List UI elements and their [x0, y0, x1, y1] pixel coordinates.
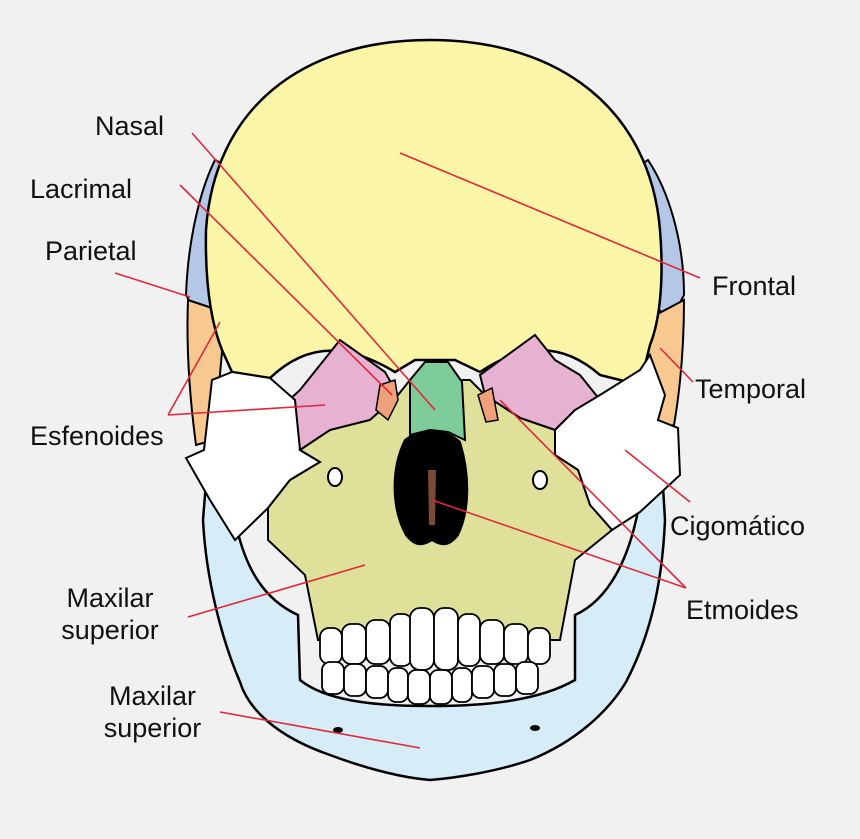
leader-nasal	[191, 132, 436, 411]
label-nasal: Nasal	[95, 111, 165, 141]
leader-maxilar-2	[219, 711, 421, 749]
leader-cigomatico	[624, 449, 691, 503]
lacrimal-bone-left	[375, 379, 399, 422]
label-esfenoides: Esfenoides	[30, 421, 164, 451]
nasal-bone	[409, 361, 467, 442]
leader-etmoides-1	[431, 499, 687, 589]
leader-esfenoides-2	[167, 404, 326, 416]
label-maxilar-superior-upper: Maxilar superior	[55, 582, 165, 646]
leader-maxilar-1	[187, 564, 366, 618]
label-parietal: Parietal	[45, 236, 137, 266]
infraorbital-foramen-left	[327, 467, 343, 487]
mental-foramen-right	[530, 725, 540, 731]
infraorbital-foramen-right	[532, 470, 548, 490]
label-maxilar-superior-lower: Maxilar superior	[85, 680, 220, 744]
leader-etmoides-2	[499, 399, 687, 589]
upper-teeth	[319, 607, 551, 671]
leader-frontal	[399, 152, 701, 279]
label-etmoides: Etmoides	[686, 595, 799, 625]
label-maxilar-superior-upper-line2: superior	[61, 615, 159, 645]
label-frontal: Frontal	[712, 271, 797, 301]
mental-foramen-left	[333, 727, 343, 733]
label-maxilar-superior-lower-line1: Maxilar	[108, 681, 196, 711]
label-cigomatico: Cigomático	[670, 511, 806, 541]
label-maxilar-superior-upper-line1: Maxilar	[66, 583, 154, 613]
leader-lacrimal	[179, 184, 393, 396]
label-maxilar-superior-lower-line2: superior	[103, 713, 202, 743]
leader-parietal	[114, 272, 191, 298]
vomer-septum	[428, 470, 436, 525]
label-lacrimal: Lacrimal	[30, 174, 133, 204]
leader-temporal	[659, 347, 694, 383]
lacrimal-bone-right	[477, 386, 499, 423]
lower-teeth	[321, 661, 539, 705]
frontal-bone	[204, 38, 663, 387]
label-temporal: Temporal	[695, 374, 807, 404]
leader-esfenoides-1	[167, 321, 221, 416]
mandible-bone	[201, 465, 667, 782]
leader-lines	[114, 132, 701, 749]
